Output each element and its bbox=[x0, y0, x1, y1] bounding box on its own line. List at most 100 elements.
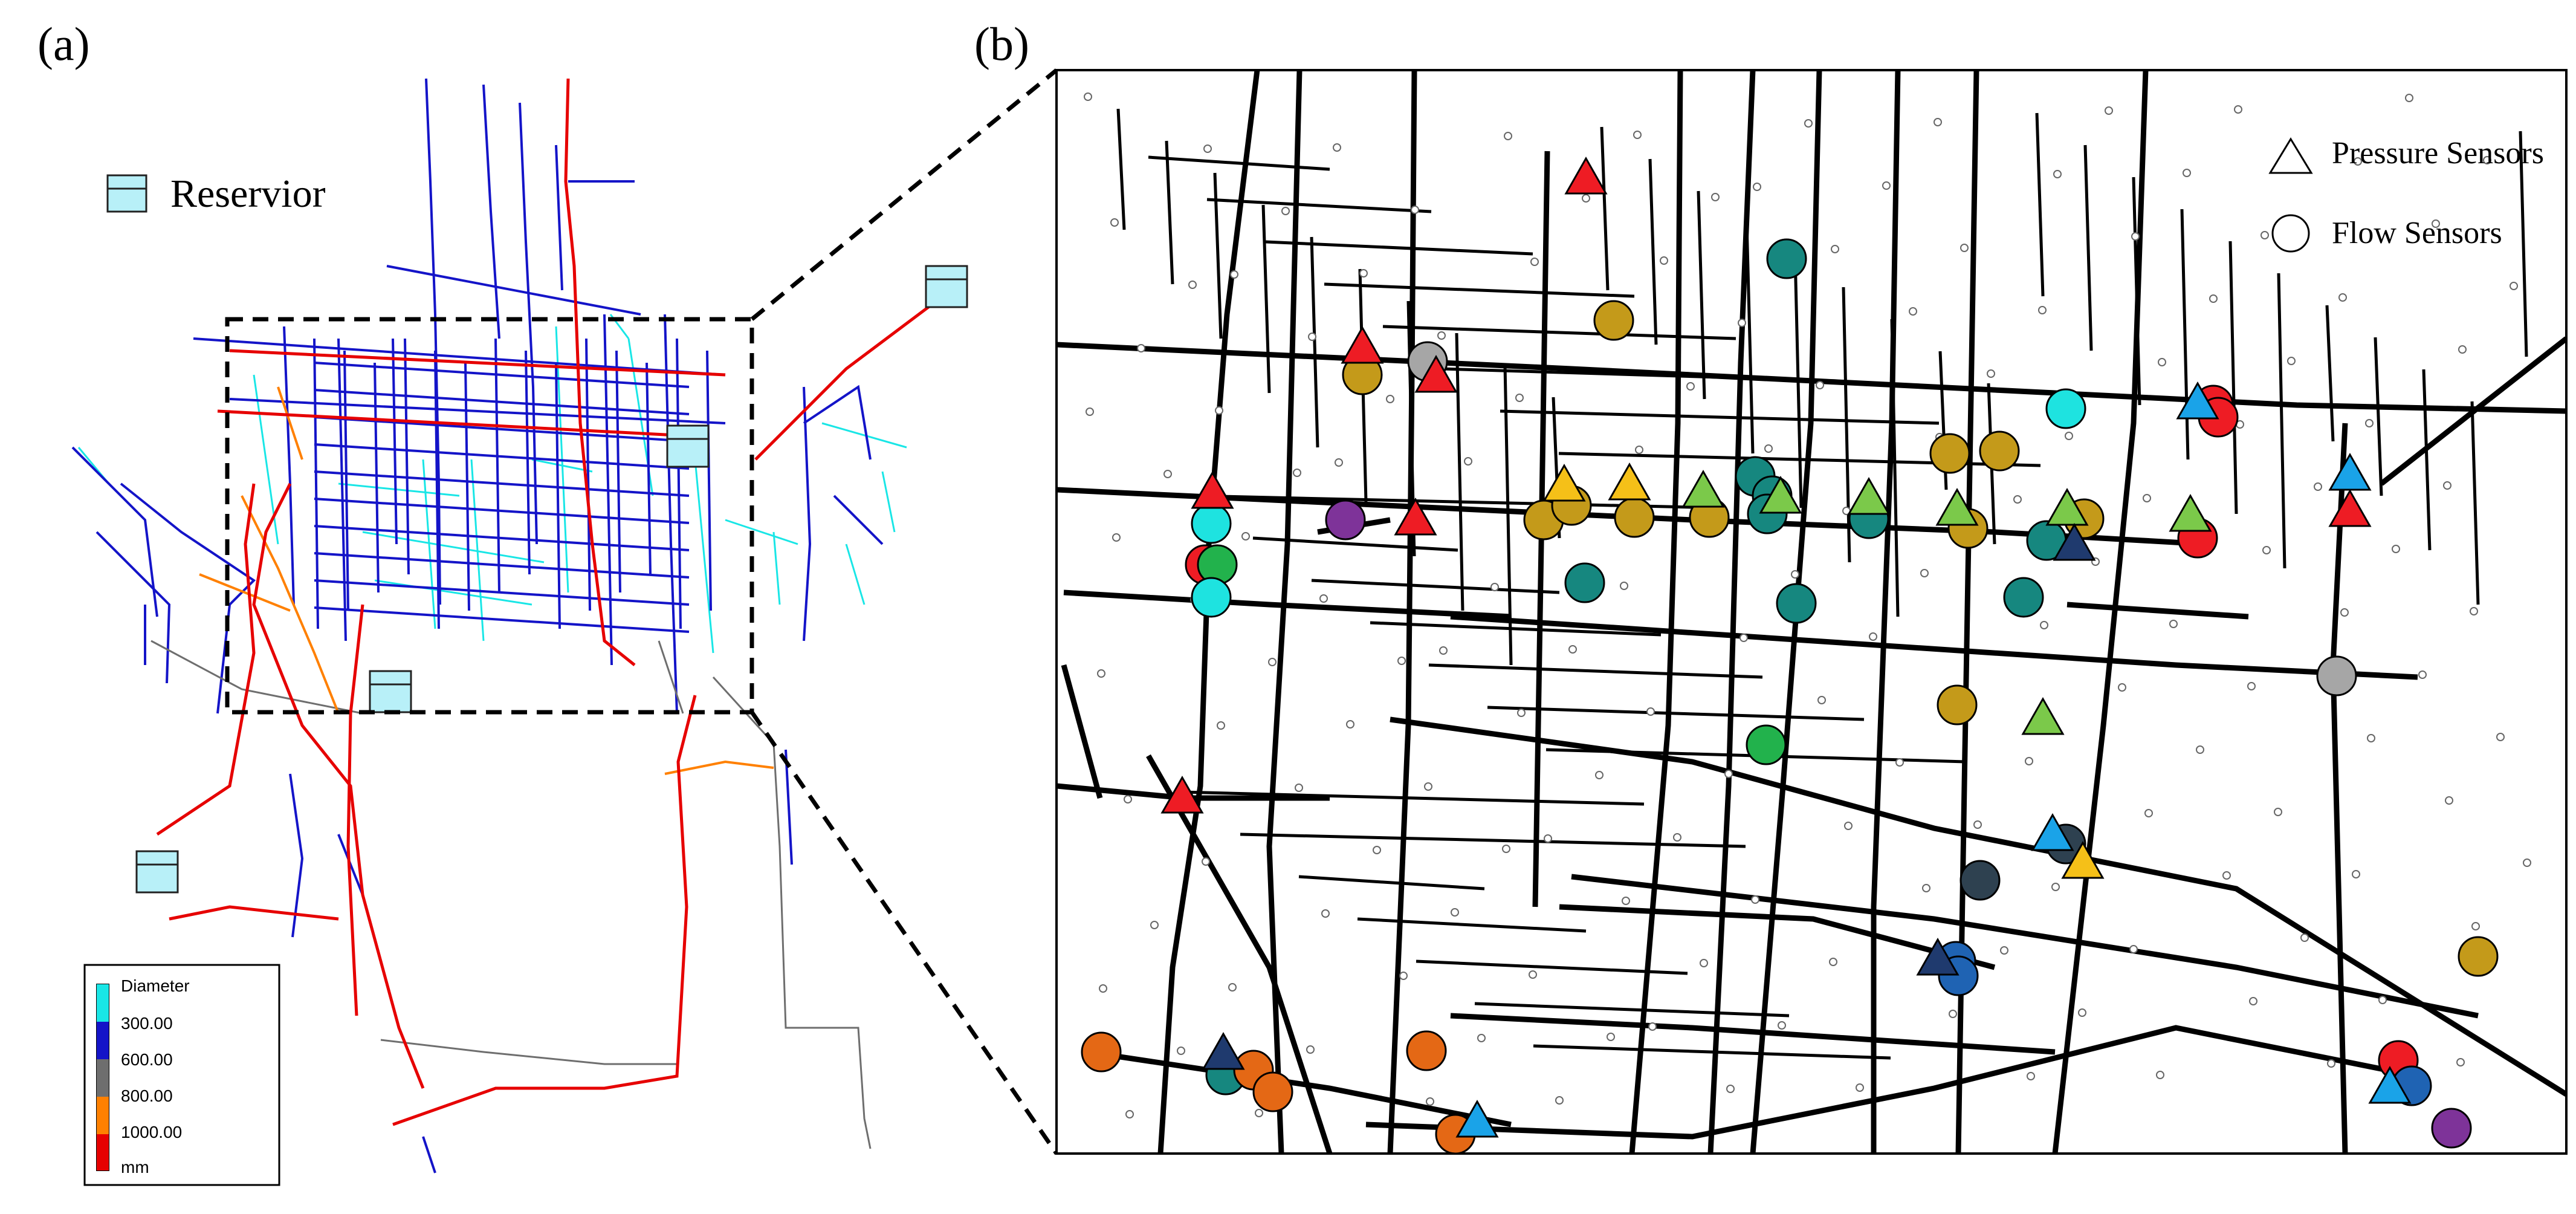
pipe-segment bbox=[2325, 305, 2335, 442]
pipe-segment bbox=[1252, 536, 1458, 552]
pipe-node bbox=[1203, 144, 1212, 153]
pressure-sensor-marker bbox=[1455, 1099, 1499, 1138]
pipe-node bbox=[1633, 131, 1642, 139]
pipe-medium bbox=[785, 749, 793, 865]
pipe-node bbox=[2144, 809, 2153, 817]
pipe-segment bbox=[1745, 222, 1755, 454]
pipe-node bbox=[1920, 569, 1929, 577]
pipe-segment bbox=[1450, 1013, 2056, 1055]
pipe-node bbox=[1215, 406, 1223, 415]
pipe-grey bbox=[658, 640, 684, 714]
pipe-node bbox=[2105, 106, 2113, 115]
pipe-large bbox=[156, 483, 256, 836]
pipe-small bbox=[694, 459, 714, 654]
pipe-node bbox=[1673, 833, 1681, 842]
flow-sensor-marker bbox=[2045, 388, 2086, 429]
pipe-node bbox=[1411, 206, 1419, 214]
pipe-node bbox=[1490, 583, 1499, 591]
reservoir-icon bbox=[369, 670, 412, 713]
pipe-segment bbox=[2380, 336, 2566, 486]
reservoir-legend-icon bbox=[106, 174, 147, 213]
pipe-medium bbox=[314, 579, 690, 606]
pipe-node bbox=[1700, 959, 1708, 967]
flow-sensor-marker bbox=[1960, 860, 2001, 901]
pipe-medium bbox=[603, 314, 613, 666]
pipe-segment bbox=[1428, 663, 1763, 679]
pipe-small bbox=[470, 459, 485, 641]
pipe-node bbox=[1648, 1022, 1657, 1031]
pipe-medium bbox=[193, 337, 726, 376]
pipe-node bbox=[1529, 970, 1537, 979]
pipe-node bbox=[2000, 946, 2008, 955]
pipe-segment bbox=[1390, 716, 2566, 1097]
pipe-medium bbox=[337, 338, 347, 641]
pipe-segment bbox=[1087, 1049, 1512, 1128]
pipe-node bbox=[2196, 745, 2204, 754]
pipe-small bbox=[881, 471, 896, 533]
pipe-node bbox=[1960, 244, 1969, 252]
pipe-medium bbox=[555, 144, 563, 291]
panel-a-label: (a) bbox=[37, 18, 90, 70]
pipe-node bbox=[1635, 446, 1643, 454]
pipe-node bbox=[1268, 658, 1277, 666]
pipe-medium bbox=[425, 78, 441, 605]
flow-sensor-marker bbox=[1766, 238, 1807, 279]
pipe-medium bbox=[803, 386, 812, 641]
pressure-sensor-marker bbox=[2031, 813, 2074, 851]
pipe-segment bbox=[1148, 155, 1330, 171]
pipe-segment bbox=[1206, 198, 1432, 213]
pipe-node bbox=[1084, 93, 1092, 101]
pipe-node bbox=[1386, 395, 1394, 403]
pipe-node bbox=[1295, 784, 1303, 792]
pipe-node bbox=[1922, 884, 1930, 892]
flow-sensor-marker bbox=[1406, 1030, 1447, 1071]
pressure-sensor-marker bbox=[1564, 156, 1608, 195]
pipe-medium bbox=[615, 350, 621, 593]
pipe-large bbox=[217, 409, 678, 437]
pipe-node bbox=[2158, 358, 2166, 366]
pressure-legend-label: Pressure Sensors bbox=[2332, 136, 2544, 170]
pipe-segment bbox=[1265, 240, 1533, 256]
pipe-node bbox=[1397, 657, 1406, 665]
pipe-node bbox=[1856, 1083, 1864, 1092]
pipe-segment bbox=[1146, 754, 1333, 1154]
pipe-node bbox=[1333, 143, 1341, 152]
pipe-node bbox=[2287, 357, 2296, 365]
pipe-node bbox=[1646, 707, 1655, 716]
pipe-segment bbox=[1365, 1025, 2418, 1140]
pipe-node bbox=[2169, 620, 2178, 628]
pipe-node bbox=[1726, 1085, 1735, 1093]
pipe-segment bbox=[1357, 917, 1587, 933]
pipe-medium bbox=[314, 416, 690, 443]
pipe-medium bbox=[706, 350, 712, 611]
pipe-node bbox=[1791, 570, 1799, 579]
pipe-orange bbox=[664, 760, 774, 775]
pipe-segment bbox=[1057, 487, 2207, 547]
pipe-node bbox=[2352, 870, 2360, 878]
pipe-segment bbox=[1266, 70, 1303, 1154]
pipe-node bbox=[2247, 682, 2256, 690]
pipe-node bbox=[1909, 307, 1917, 316]
pressure-sensor-marker bbox=[2021, 696, 2065, 735]
pipe-node bbox=[1739, 634, 1748, 642]
pipe-node bbox=[1439, 646, 1448, 655]
pipe-node bbox=[2051, 883, 2060, 891]
pressure-sensor-marker bbox=[1608, 462, 1651, 501]
pipe-node bbox=[2365, 419, 2374, 427]
pipe-node bbox=[1112, 533, 1121, 542]
pipe-segment bbox=[1890, 319, 1900, 617]
flow-sensor-marker bbox=[2431, 1108, 2472, 1149]
pipe-segment bbox=[2035, 112, 2045, 297]
pipe-node bbox=[1530, 258, 1539, 266]
pipe-node bbox=[2038, 306, 2047, 314]
pipe-node bbox=[1517, 709, 1526, 717]
pipe-medium bbox=[525, 350, 531, 575]
pipe-node bbox=[1306, 1045, 1315, 1054]
pipe-node bbox=[1660, 256, 1668, 265]
pipe-segment bbox=[1298, 875, 1485, 891]
pipe-node bbox=[1437, 331, 1446, 340]
pipe-small bbox=[845, 544, 866, 605]
pipe-segment bbox=[2066, 602, 2249, 620]
pipe-node bbox=[2418, 670, 2427, 679]
pipe-segment bbox=[1387, 70, 1417, 1154]
